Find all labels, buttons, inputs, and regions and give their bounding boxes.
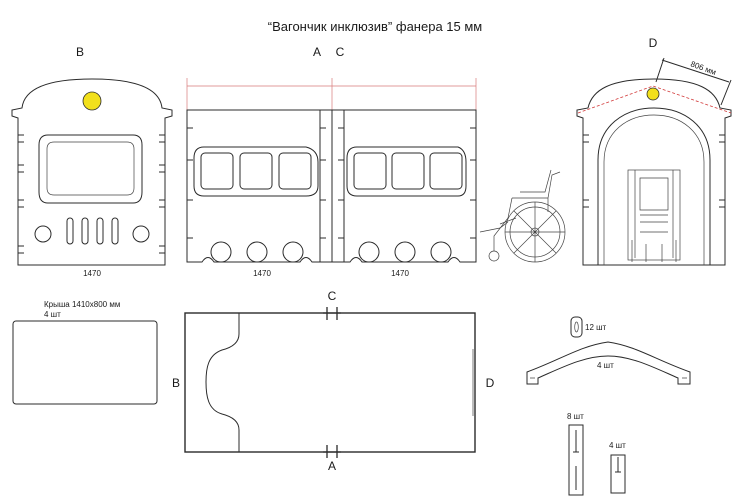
side-window xyxy=(429,152,463,190)
roof-label: Крыша 1410х800 мм xyxy=(44,300,120,309)
plan-label-top: C xyxy=(328,289,337,303)
post-tall xyxy=(568,424,584,496)
side-view: A C 1470 1470 xyxy=(186,45,477,278)
post-short-count: 4 шт xyxy=(609,441,626,450)
front-width-label: 1470 xyxy=(83,269,101,278)
back-view: D 806 мм xyxy=(576,36,732,266)
side-window xyxy=(391,152,425,190)
back-doorway xyxy=(597,107,711,266)
side-joint xyxy=(319,110,345,262)
plan-joint-bottom xyxy=(323,445,341,458)
rib-count: 4 шт xyxy=(597,361,614,370)
front-grille-slot xyxy=(81,217,89,245)
drawing-title: “Вагончик инклюзив” фанера 15 мм xyxy=(268,19,483,34)
post-tall-count: 8 шт xyxy=(567,412,584,421)
plan-label-left: B xyxy=(172,376,180,390)
plan-view: C A B D xyxy=(172,289,495,473)
back-dimension xyxy=(655,57,732,106)
side-wheel xyxy=(358,241,380,263)
parts: 12 шт 4 шт 8 шт 4 шт xyxy=(526,316,691,496)
front-view: B 1470 xyxy=(11,45,173,278)
side-width-left: 1470 xyxy=(253,269,271,278)
front-window xyxy=(38,134,143,204)
plan-label-bottom: A xyxy=(328,459,336,473)
clip-count: 12 шт xyxy=(585,323,607,332)
roof-panel xyxy=(12,320,158,405)
back-lamp xyxy=(646,87,660,101)
wheelchair-front-icon xyxy=(627,169,681,262)
front-view-label: B xyxy=(76,45,84,59)
back-view-label: D xyxy=(649,36,658,50)
side-roof-ticks xyxy=(186,78,477,110)
back-roof-arc-line xyxy=(577,85,732,114)
back-slots xyxy=(583,134,725,208)
roof-count: 4 шт xyxy=(44,310,61,319)
plan-label-right: D xyxy=(486,376,495,390)
post-tall-slot xyxy=(573,430,579,490)
side-label-a: A xyxy=(313,45,321,59)
clip-part xyxy=(570,316,583,338)
side-wheel xyxy=(394,241,416,263)
side-window xyxy=(239,152,273,190)
plan-joint-top xyxy=(323,307,341,320)
side-wheel xyxy=(246,241,268,263)
rib-part xyxy=(526,341,691,385)
front-grille-slot xyxy=(111,217,119,245)
clip-slot xyxy=(574,321,579,333)
back-dimension-label: 806 мм xyxy=(689,59,717,77)
plan-outline xyxy=(184,312,476,453)
side-window xyxy=(200,152,234,190)
side-label-c: C xyxy=(336,45,345,59)
front-grille-slot xyxy=(66,217,74,245)
front-window-inner xyxy=(46,141,135,196)
side-wheel xyxy=(210,241,232,263)
wheelchair-side-icon xyxy=(479,169,566,263)
roof-part: Крыша 1410х800 мм 4 шт xyxy=(12,300,158,405)
front-headlight-left xyxy=(34,225,52,243)
side-width-right: 1470 xyxy=(391,269,409,278)
side-wheel xyxy=(282,241,304,263)
front-slots xyxy=(18,134,165,254)
front-grille-slot xyxy=(96,217,104,245)
back-doorway-inner xyxy=(603,114,705,265)
side-slots xyxy=(187,127,476,239)
side-window xyxy=(278,152,312,190)
post-short-slot xyxy=(615,457,621,473)
front-headlight-right xyxy=(132,225,150,243)
side-window xyxy=(353,152,387,190)
side-wheel xyxy=(430,241,452,263)
post-short xyxy=(610,454,626,494)
plan-ramp-cutout xyxy=(205,313,240,452)
front-lamp xyxy=(82,91,102,111)
